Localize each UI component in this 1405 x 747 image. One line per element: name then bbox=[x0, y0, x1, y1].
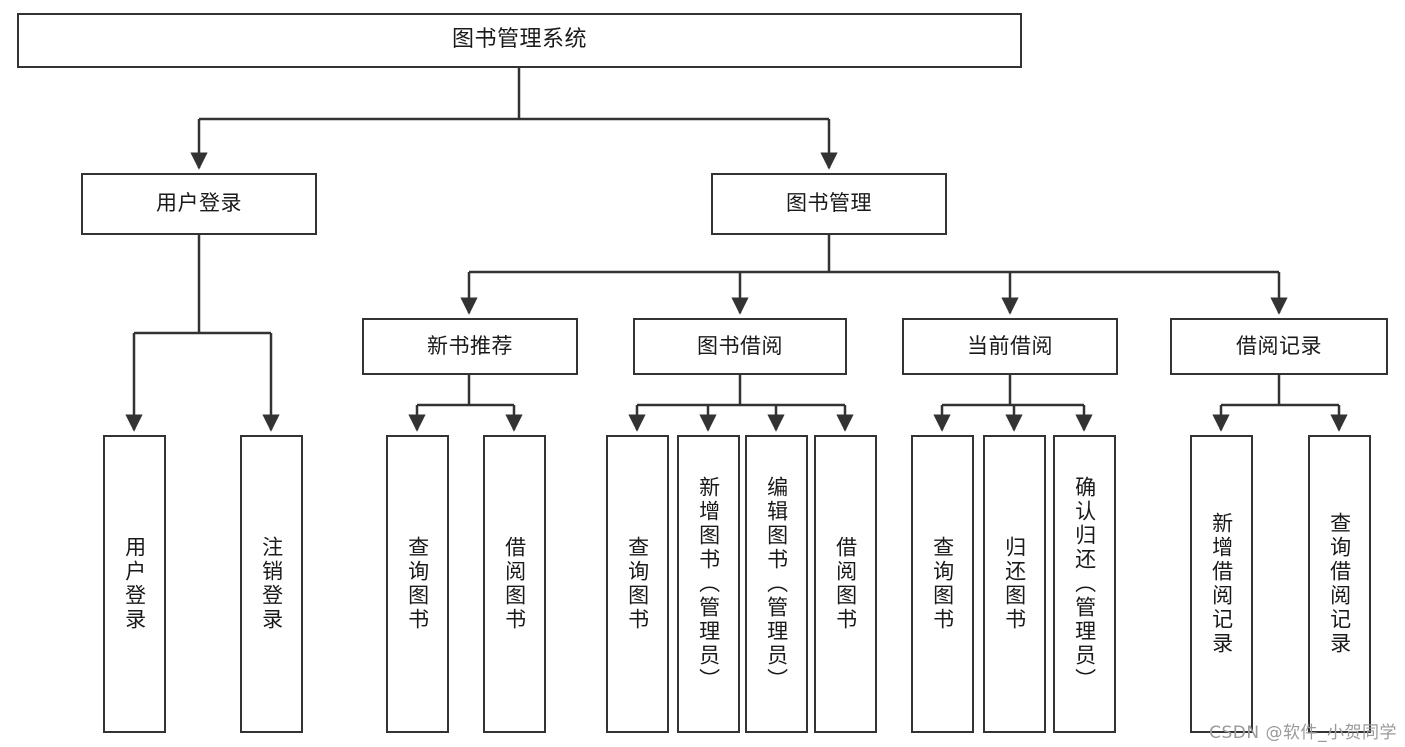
node-book-borrow[interactable]: 图书借阅 bbox=[633, 318, 847, 375]
node-borrow-record[interactable]: 借阅记录 bbox=[1170, 318, 1388, 375]
node-label: 借阅图书 bbox=[502, 536, 527, 632]
node-label: 归还图书 bbox=[1002, 536, 1027, 632]
node-leaf-borrow-book-recommend[interactable]: 借阅图书 bbox=[483, 435, 546, 733]
node-label: 确认归还（管理员） bbox=[1072, 476, 1097, 692]
node-label: 查询图书 bbox=[930, 536, 955, 632]
node-leaf-query-book-recommend[interactable]: 查询图书 bbox=[386, 435, 449, 733]
node-leaf-add-book-admin[interactable]: 新增图书（管理员） bbox=[677, 435, 740, 733]
node-label: 当前借阅 bbox=[967, 333, 1053, 358]
node-label: 新增借阅记录 bbox=[1209, 512, 1234, 656]
node-label: 编辑图书（管理员） bbox=[764, 476, 789, 692]
node-book-management[interactable]: 图书管理 bbox=[711, 173, 947, 235]
node-label: 图书管理 bbox=[786, 191, 872, 216]
node-root-book-management-system[interactable]: 图书管理系统 bbox=[17, 13, 1022, 68]
node-new-book-recommend[interactable]: 新书推荐 bbox=[362, 318, 578, 375]
node-leaf-confirm-return-admin[interactable]: 确认归还（管理员） bbox=[1053, 435, 1116, 733]
node-leaf-query-book-current[interactable]: 查询图书 bbox=[911, 435, 974, 733]
node-leaf-query-book-borrow[interactable]: 查询图书 bbox=[606, 435, 669, 733]
node-label: 注销登录 bbox=[259, 536, 284, 632]
node-label: 新增图书（管理员） bbox=[696, 476, 721, 692]
node-label: 查询图书 bbox=[405, 536, 430, 632]
node-label: 查询借阅记录 bbox=[1327, 512, 1352, 656]
node-user-login[interactable]: 用户登录 bbox=[81, 173, 317, 235]
node-leaf-query-borrow-record[interactable]: 查询借阅记录 bbox=[1308, 435, 1371, 733]
node-leaf-edit-book-admin[interactable]: 编辑图书（管理员） bbox=[745, 435, 808, 733]
node-leaf-user-login[interactable]: 用户登录 bbox=[103, 435, 166, 733]
node-label: 新书推荐 bbox=[427, 333, 513, 358]
node-leaf-add-borrow-record[interactable]: 新增借阅记录 bbox=[1190, 435, 1253, 733]
node-leaf-return-book[interactable]: 归还图书 bbox=[983, 435, 1046, 733]
node-current-borrow[interactable]: 当前借阅 bbox=[902, 318, 1118, 375]
node-leaf-borrow-book[interactable]: 借阅图书 bbox=[814, 435, 877, 733]
node-label: 查询图书 bbox=[625, 536, 650, 632]
node-label: 用户登录 bbox=[122, 536, 147, 632]
node-label: 图书管理系统 bbox=[451, 27, 587, 53]
node-label: 用户登录 bbox=[156, 191, 242, 216]
node-label: 图书借阅 bbox=[697, 333, 783, 358]
node-leaf-user-logout[interactable]: 注销登录 bbox=[240, 435, 303, 733]
watermark: CSDN @软件_小贺同学 bbox=[1209, 723, 1397, 743]
node-label: 借阅图书 bbox=[833, 536, 858, 632]
node-label: 借阅记录 bbox=[1236, 333, 1322, 358]
